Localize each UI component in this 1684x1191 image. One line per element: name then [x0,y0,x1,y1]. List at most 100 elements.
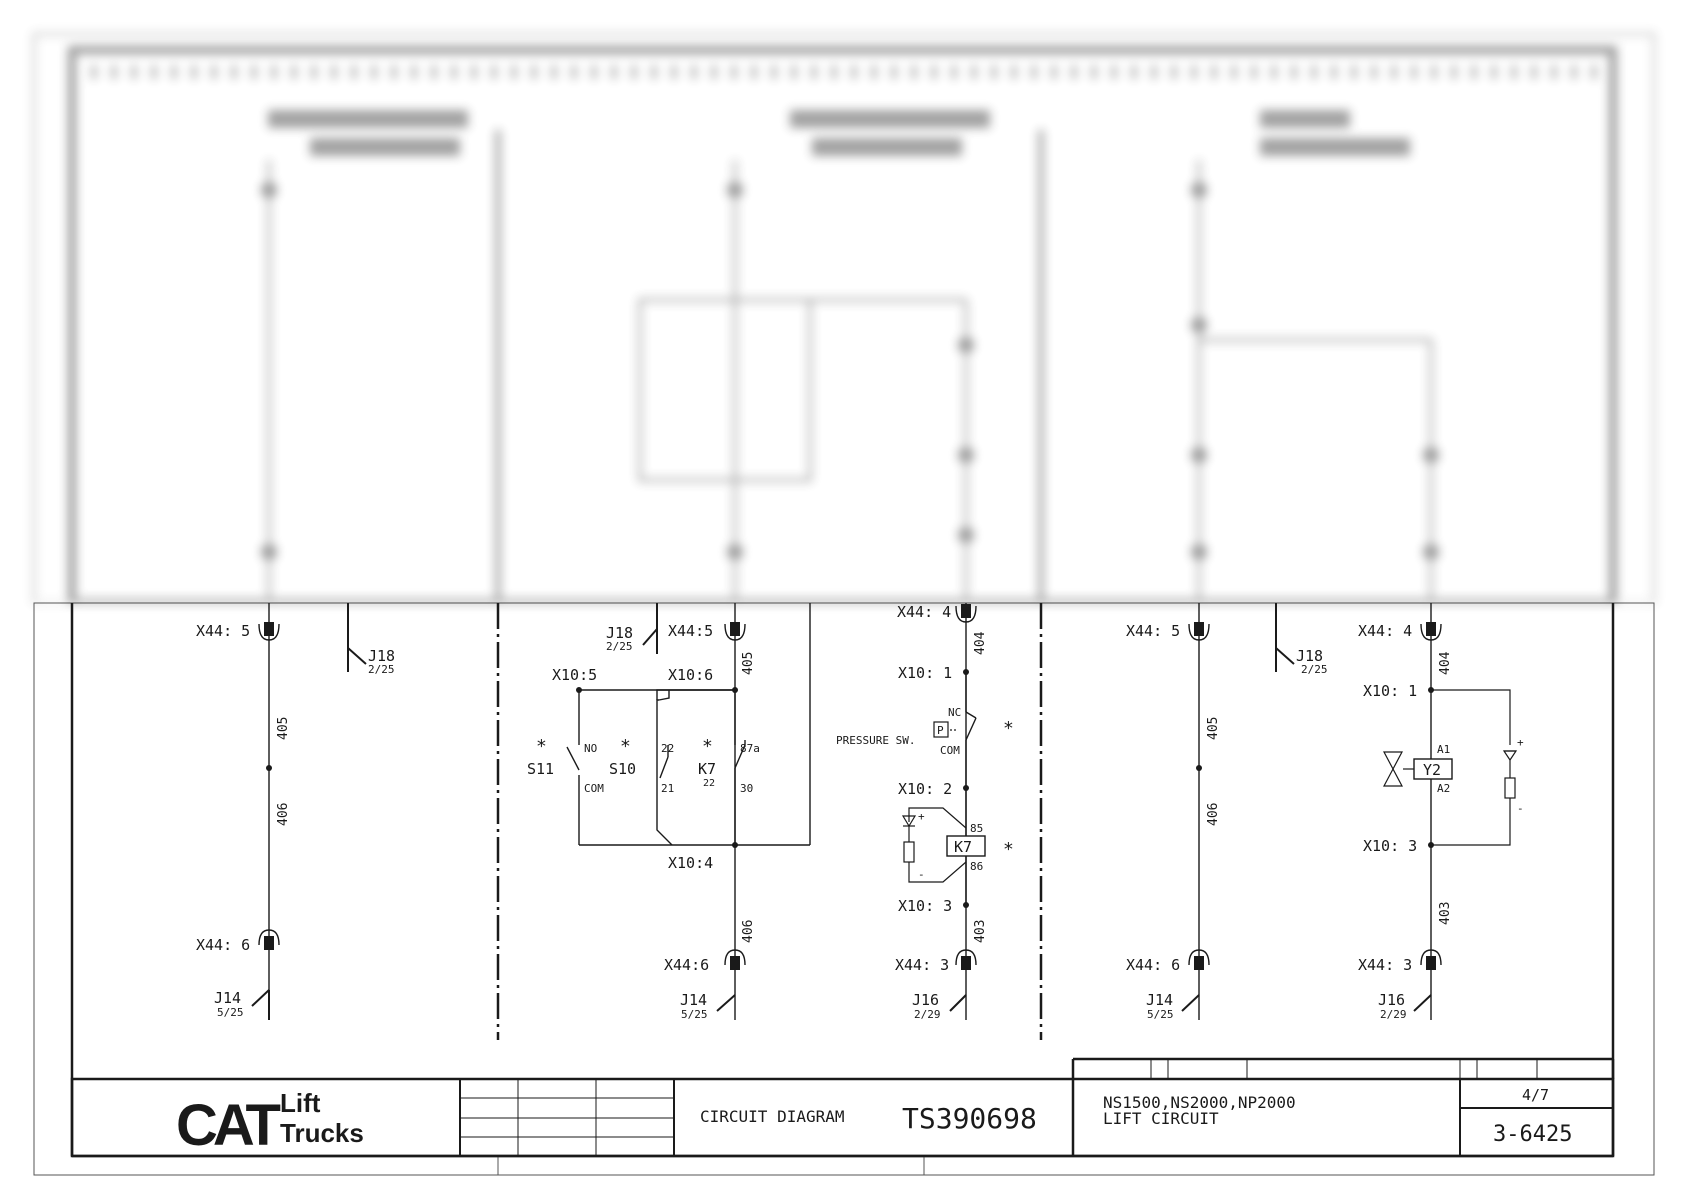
ref-j18-page: 2/25 [368,663,395,676]
circuit-name: LIFT CIRCUIT [1103,1109,1219,1128]
connector-x44-4: X44: 4 [1358,622,1412,640]
connector-x44-5: X44:5 [668,622,713,640]
connector-x44-5: X44: 5 [1126,622,1180,640]
j16-ref-tick [949,994,967,1012]
switch-s11-label: S11 [527,760,554,778]
pressure-switch [933,672,977,788]
middle-section: J18 2/25 X44:5 405 X10:5 X10:6 X10:4 * S… [527,603,811,1021]
connector-symbol [258,622,280,641]
node-x10-3: X10: 3 [898,897,952,915]
diagram-type: CIRCUIT DIAGRAM [700,1107,845,1126]
wire-label-405: 405 [741,652,756,675]
right-section: X44: 5 J18 2/25 405 406 X44: 6 J14 5/25 … [1126,603,1524,1021]
wire-junction [266,765,272,771]
pressure-section: X44: 4 404 X10: 1 P PRESSURE SW. NC COM … [836,603,1014,1021]
sheet-number: 4/7 [1522,1086,1549,1104]
connector-symbol [1188,622,1210,641]
logo-trucks-text: Trucks [280,1118,364,1148]
wire-label-403: 403 [1438,902,1453,925]
node-dot [1428,842,1434,848]
valve-y2-label: Y2 [1423,761,1441,779]
ref-j16-page: 2/29 [1380,1008,1407,1021]
j18-ref-tick [642,628,658,646]
relay-k7-sub: 22 [703,778,715,789]
node-x10-1: X10: 1 [898,664,952,682]
connector-x44-3: X44: 3 [895,956,949,974]
wire-label-405: 405 [276,717,291,740]
outer-border [33,602,1655,1176]
coil-plus: + [918,810,925,823]
coil-k7-label: K7 [954,838,972,856]
j16-ref-tick [1413,994,1432,1012]
suppression-minus: - [1517,802,1524,815]
coil-85-label: 85 [970,822,983,835]
connector-symbol [1188,949,1210,970]
wire-label-406: 406 [276,803,291,826]
ref-j18: J18 [1296,647,1323,665]
coil-86-label: 86 [970,860,983,873]
asterisk: * [702,736,713,757]
connector-symbol [724,622,746,641]
ref-j14: J14 [1146,991,1173,1009]
connector-symbol [955,604,977,623]
switch-s10 [656,689,735,846]
wire-label-405: 405 [1206,717,1221,740]
j18-ref-tick [1275,647,1295,665]
asterisk: * [1003,839,1014,860]
connector-symbol [724,949,746,970]
pressure-p-symbol: P [937,724,944,737]
logo-lift-text: Lift [280,1088,321,1118]
relay-k7-label: K7 [698,760,716,778]
ref-j16-page: 2/29 [914,1008,941,1021]
connector-x44-5: X44: 5 [196,622,250,640]
connector-x44-4: X44: 4 [897,603,951,621]
node-x10-2: X10: 2 [898,780,952,798]
connector-symbol [258,929,280,950]
relay-k7-contact [734,690,746,845]
connector-symbol [955,949,977,970]
wire-label-404: 404 [1438,651,1453,675]
title-block-frame [70,1077,1615,1158]
node-dot [963,902,969,908]
ref-j18: J18 [368,647,395,665]
ref-j18-page: 2/25 [606,640,633,653]
valve-a1-label: A1 [1437,743,1450,756]
ref-j14-page: 5/25 [1147,1008,1174,1021]
j14-ref-tick [251,989,270,1007]
revision-table [460,1079,674,1156]
j14-ref-tick [716,994,736,1012]
pressure-switch-label: PRESSURE SW. [836,734,915,747]
valve-a2-label: A2 [1437,782,1450,795]
k7-contact-87a: 87a [740,742,760,755]
ref-j18-page: 2/25 [1301,663,1328,676]
wire-label-406: 406 [741,920,756,943]
ref-j14-page: 5/25 [217,1006,244,1019]
title-block: CAT Lift Trucks CIRCUIT DIAGRAM TS390698… [70,1057,1615,1158]
wire-label-406: 406 [1206,803,1221,826]
cat-logo: CAT Lift Trucks [176,1088,364,1158]
connector-x44-6: X44: 6 [1126,956,1180,974]
j14-ref-tick [1181,994,1200,1012]
j18-ref-tick [347,647,367,665]
s11-com-label: COM [584,782,604,795]
ref-j14-page: 5/25 [681,1008,708,1021]
ref-j18: J18 [606,624,633,642]
page-number: 3-6425 [1493,1122,1572,1147]
k7-contact-30: 30 [740,782,753,795]
connector-symbol [1420,949,1442,970]
switch-s10-label: S10 [609,760,636,778]
model-list: NS1500,NS2000,NP2000 [1103,1093,1296,1112]
pressure-com-label: COM [940,744,960,757]
asterisk: * [620,736,631,757]
wire-junction [1196,765,1202,771]
wire-label-404: 404 [973,631,988,655]
asterisk: * [1003,718,1014,739]
switch-s11 [566,690,580,845]
connector-x44-6: X44:6 [664,956,709,974]
ref-j14: J14 [214,989,241,1007]
valve-y2 [1383,751,1453,787]
left-section: X44: 5 405 406 X44: 6 J18 2/25 J14 5/25 [196,603,395,1020]
node-x10-4: X10:4 [668,854,713,872]
connector-x44-3: X44: 3 [1358,956,1412,974]
